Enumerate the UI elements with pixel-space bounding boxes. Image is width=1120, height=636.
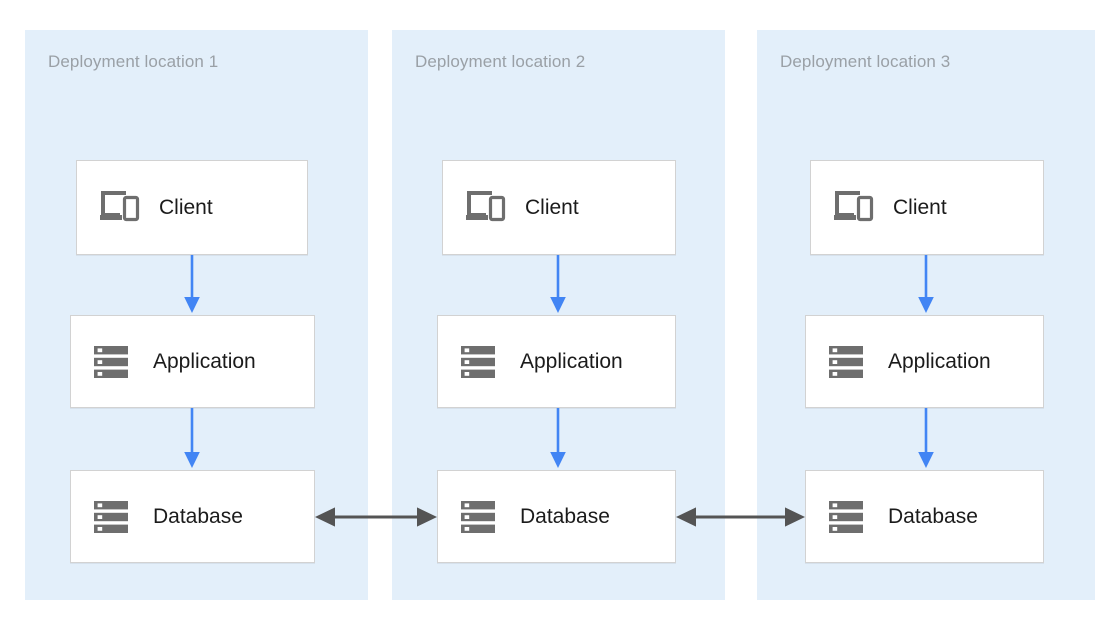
server-stack-icon [461, 500, 495, 533]
zone-1-title: Deployment location 1 [48, 52, 219, 71]
node-database-2-label: Database [520, 504, 610, 528]
node-database-1[interactable]: Database [70, 470, 315, 563]
node-client-3-label: Client [893, 195, 947, 219]
server-stack-icon [829, 345, 863, 378]
client-devices-icon [466, 190, 506, 221]
node-application-3-label: Application [888, 349, 991, 373]
node-client-2[interactable]: Client [442, 160, 676, 255]
node-application-2[interactable]: Application [437, 315, 676, 408]
node-client-1[interactable]: Client [76, 160, 308, 255]
server-stack-icon [94, 345, 128, 378]
node-client-3[interactable]: Client [810, 160, 1044, 255]
node-database-1-label: Database [153, 504, 243, 528]
node-database-3-label: Database [888, 504, 978, 528]
node-application-1-label: Application [153, 349, 256, 373]
node-database-3[interactable]: Database [805, 470, 1044, 563]
server-stack-icon [461, 345, 495, 378]
server-stack-icon [94, 500, 128, 533]
node-client-1-label: Client [159, 195, 213, 219]
node-client-2-label: Client [525, 195, 579, 219]
zone-2-title: Deployment location 2 [415, 52, 586, 71]
node-application-1[interactable]: Application [70, 315, 315, 408]
client-devices-icon [834, 190, 874, 221]
node-application-3[interactable]: Application [805, 315, 1044, 408]
server-stack-icon [829, 500, 863, 533]
zone-3-title: Deployment location 3 [780, 52, 951, 71]
node-application-2-label: Application [520, 349, 623, 373]
client-devices-icon [100, 190, 140, 221]
node-database-2[interactable]: Database [437, 470, 676, 563]
